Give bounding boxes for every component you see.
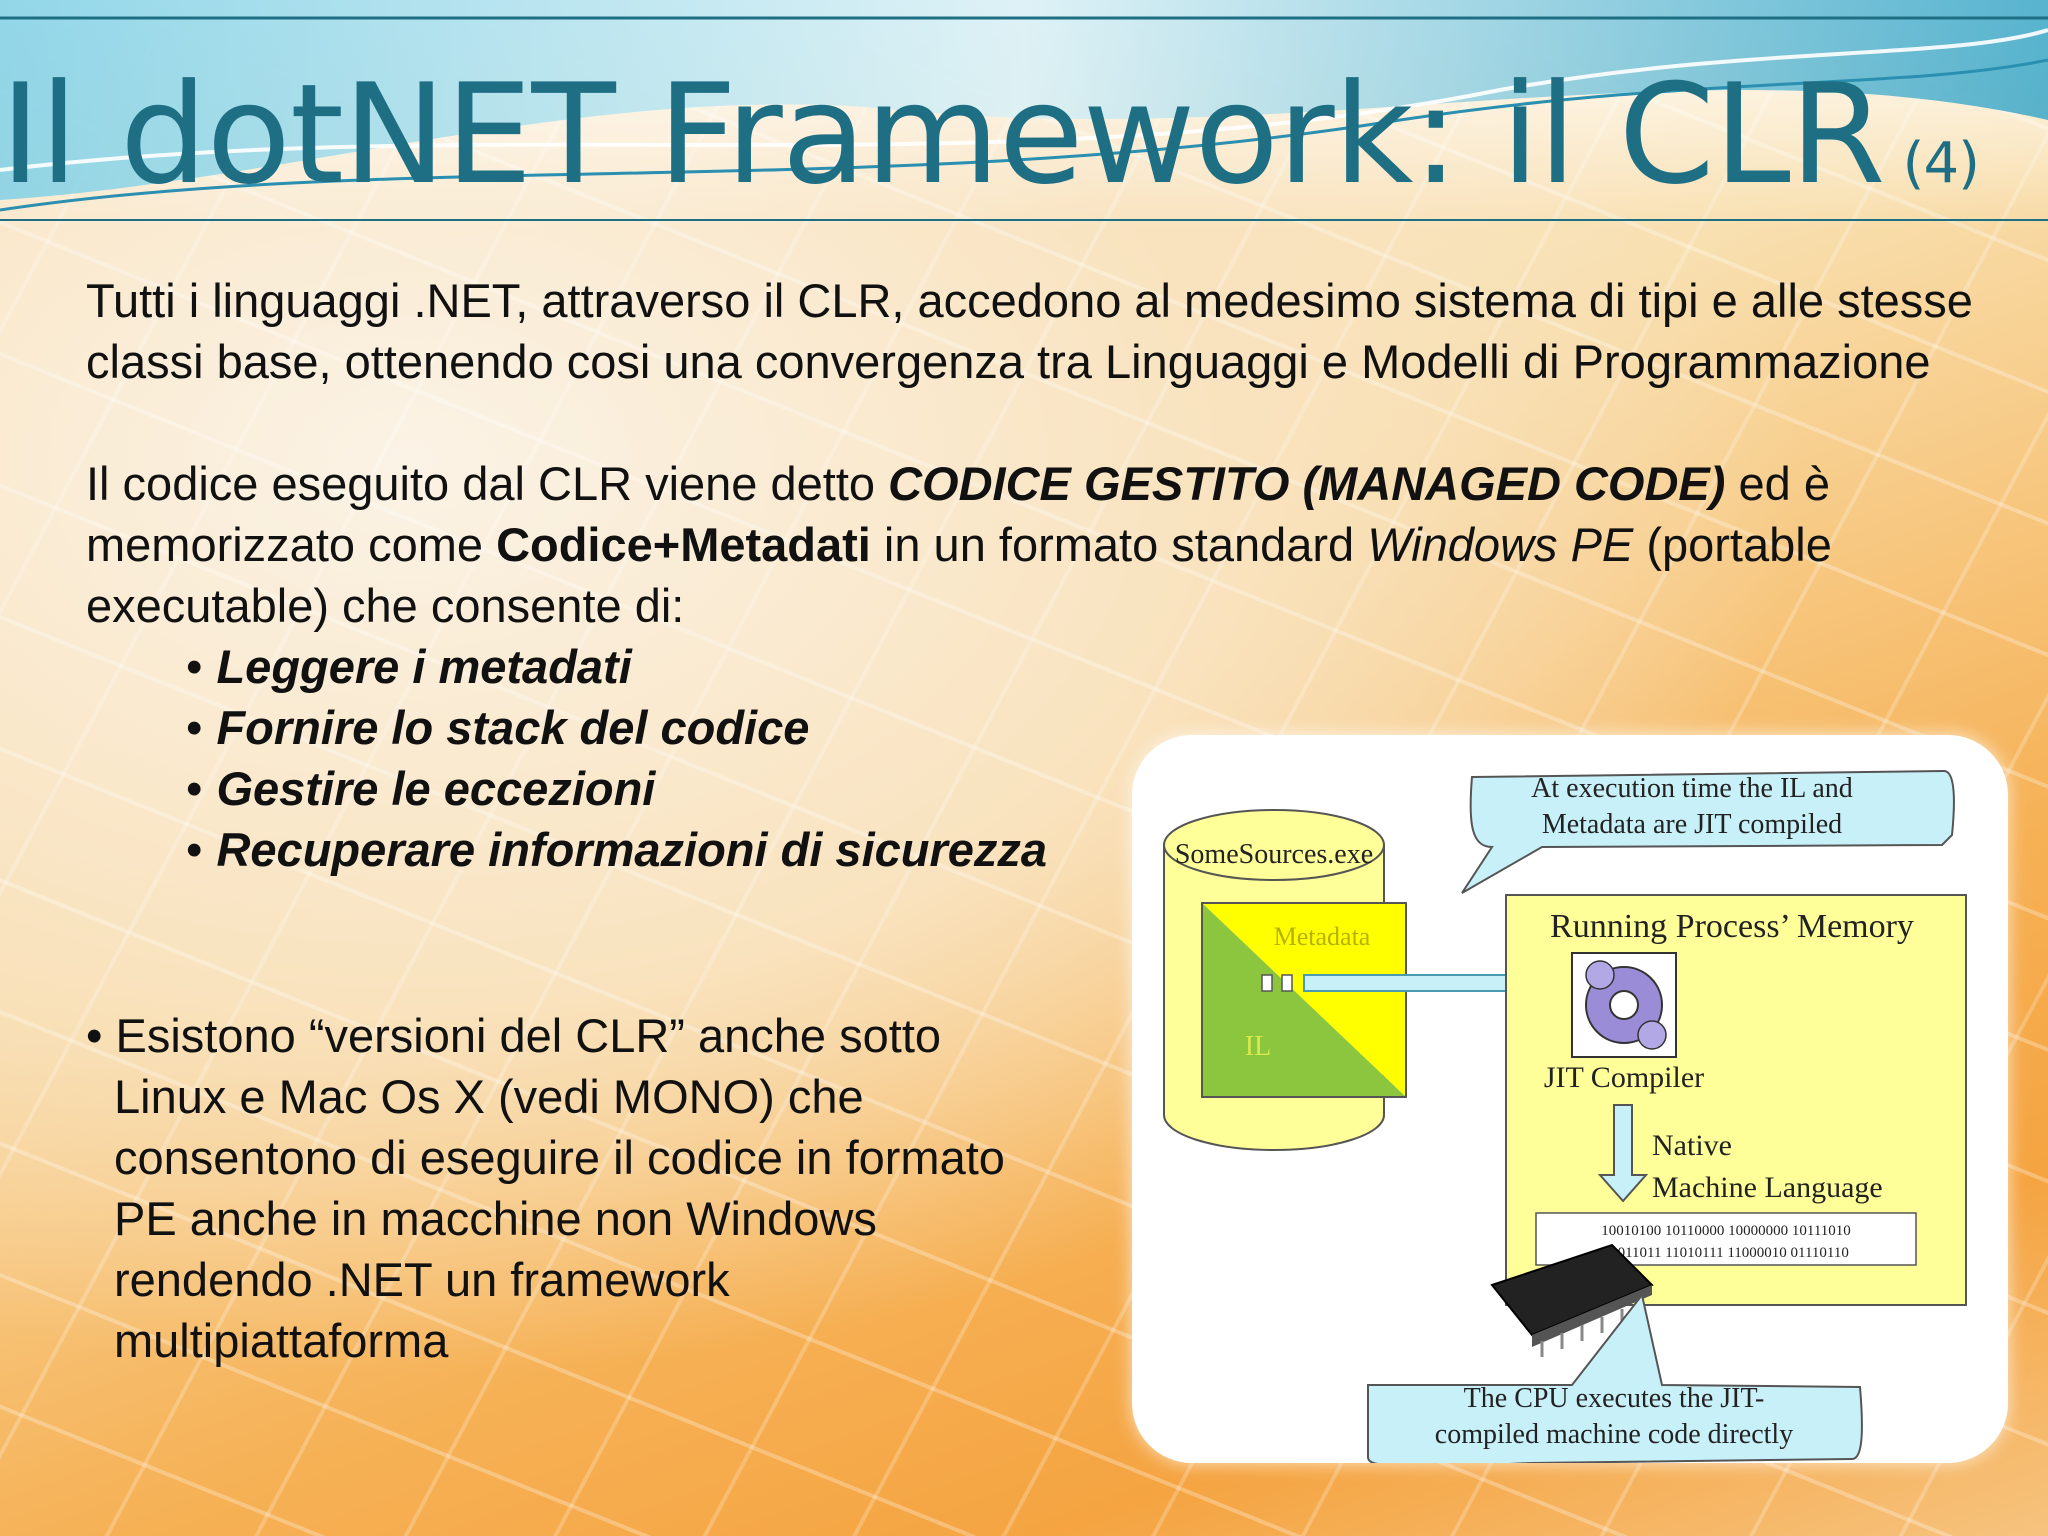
mono-line: multipiattaforma — [114, 1314, 449, 1367]
cpu-chip-icon — [1490, 1243, 1654, 1357]
il-label: IL — [1245, 1031, 1271, 1062]
slide-title: Il dotNET Framework: il CLR(4) — [0, 66, 1980, 204]
slide-body: Tutti i linguaggi .NET, attraverso il CL… — [86, 270, 1986, 880]
slide-title-text: Il dotNET Framework: il CLR — [0, 54, 1886, 215]
paragraph-managed-code: Il codice eseguito dal CLR viene detto C… — [86, 453, 1986, 636]
native-line-2: Machine Language — [1652, 1171, 1883, 1204]
gear-icon — [1571, 952, 1677, 1058]
mono-line: rendendo .NET un framework — [114, 1253, 730, 1306]
mono-line: • Esistono “versioni del CLR” anche sott… — [86, 1009, 942, 1062]
exe-label: SomeSources.exe — [1175, 839, 1373, 870]
managed-code-term: CODICE GESTITO (MANAGED CODE) — [888, 457, 1726, 510]
managed-code-text-2: ed è memorizzato come — [86, 457, 1830, 571]
managed-code-text-3: in un formato standard — [870, 518, 1368, 571]
clr-diagram: SomeSources.exe Metadata IL At execution… — [1132, 735, 2008, 1463]
mono-line: Linux e Mac Os X (vedi MONO) che — [114, 1070, 864, 1123]
list-item: •Fornire lo stack del codice — [186, 701, 810, 754]
mono-line: PE anche in macchine non Windows — [114, 1192, 877, 1245]
list-item: •Gestire le eccezioni — [186, 762, 656, 815]
slide-title-suffix: (4) — [1902, 131, 1980, 196]
managed-code-text-4: (portable executable) che consente di: — [86, 518, 1832, 632]
native-line-1: Native — [1652, 1129, 1732, 1162]
list-item: •Leggere i metadati — [186, 640, 632, 693]
callout-bottom: The CPU executes the JIT- compiled machi… — [1367, 1292, 1863, 1463]
callout-bottom-line-2: compiled machine code directly — [1435, 1419, 1793, 1450]
binary-line-1: 10010100 10110000 10000000 10111010 — [1601, 1223, 1851, 1239]
process-memory-box: Running Process’ Memory JIT Compiler Nat… — [1505, 894, 1967, 1306]
callout-top-line-1: At execution time the IL and — [1531, 773, 1853, 804]
callout-bottom-line-1: The CPU executes the JIT- — [1464, 1383, 1765, 1414]
metadata-il-box: Metadata IL — [1201, 902, 1407, 1098]
metadata-label: Metadata — [1274, 922, 1371, 951]
jit-label: JIT Compiler — [1544, 1061, 1704, 1094]
clr-diagram-svg: SomeSources.exe Metadata IL At execution… — [1163, 769, 1967, 1463]
mono-line: consentono di eseguire il codice in form… — [114, 1131, 1005, 1184]
callout-top-line-2: Metadata are JIT compiled — [1542, 809, 1842, 840]
binary-line-2: 11011011 11010111 11000010 01110110 — [1603, 1245, 1849, 1261]
list-item: •Recuperare informazioni di sicurezza — [186, 823, 1048, 876]
managed-code-text-1: Il codice eseguito dal CLR viene detto — [86, 457, 889, 510]
paragraph-type-system: Tutti i linguaggi .NET, attraverso il CL… — [86, 274, 1973, 388]
mono-paragraph: • Esistono “versioni del CLR” anche sott… — [86, 1005, 1136, 1371]
callout-top: At execution time the IL and Metadata ar… — [1461, 769, 1955, 894]
header-decoration — [0, 0, 2048, 230]
down-arrow-icon — [1597, 1104, 1649, 1203]
windows-pe-term: Windows PE — [1367, 518, 1634, 571]
memory-title: Running Process’ Memory — [1550, 908, 1914, 945]
code-metadata-term: Codice+Metadati — [496, 518, 871, 571]
capabilities-list: •Leggere i metadati •Fornire lo stack de… — [86, 636, 1986, 880]
